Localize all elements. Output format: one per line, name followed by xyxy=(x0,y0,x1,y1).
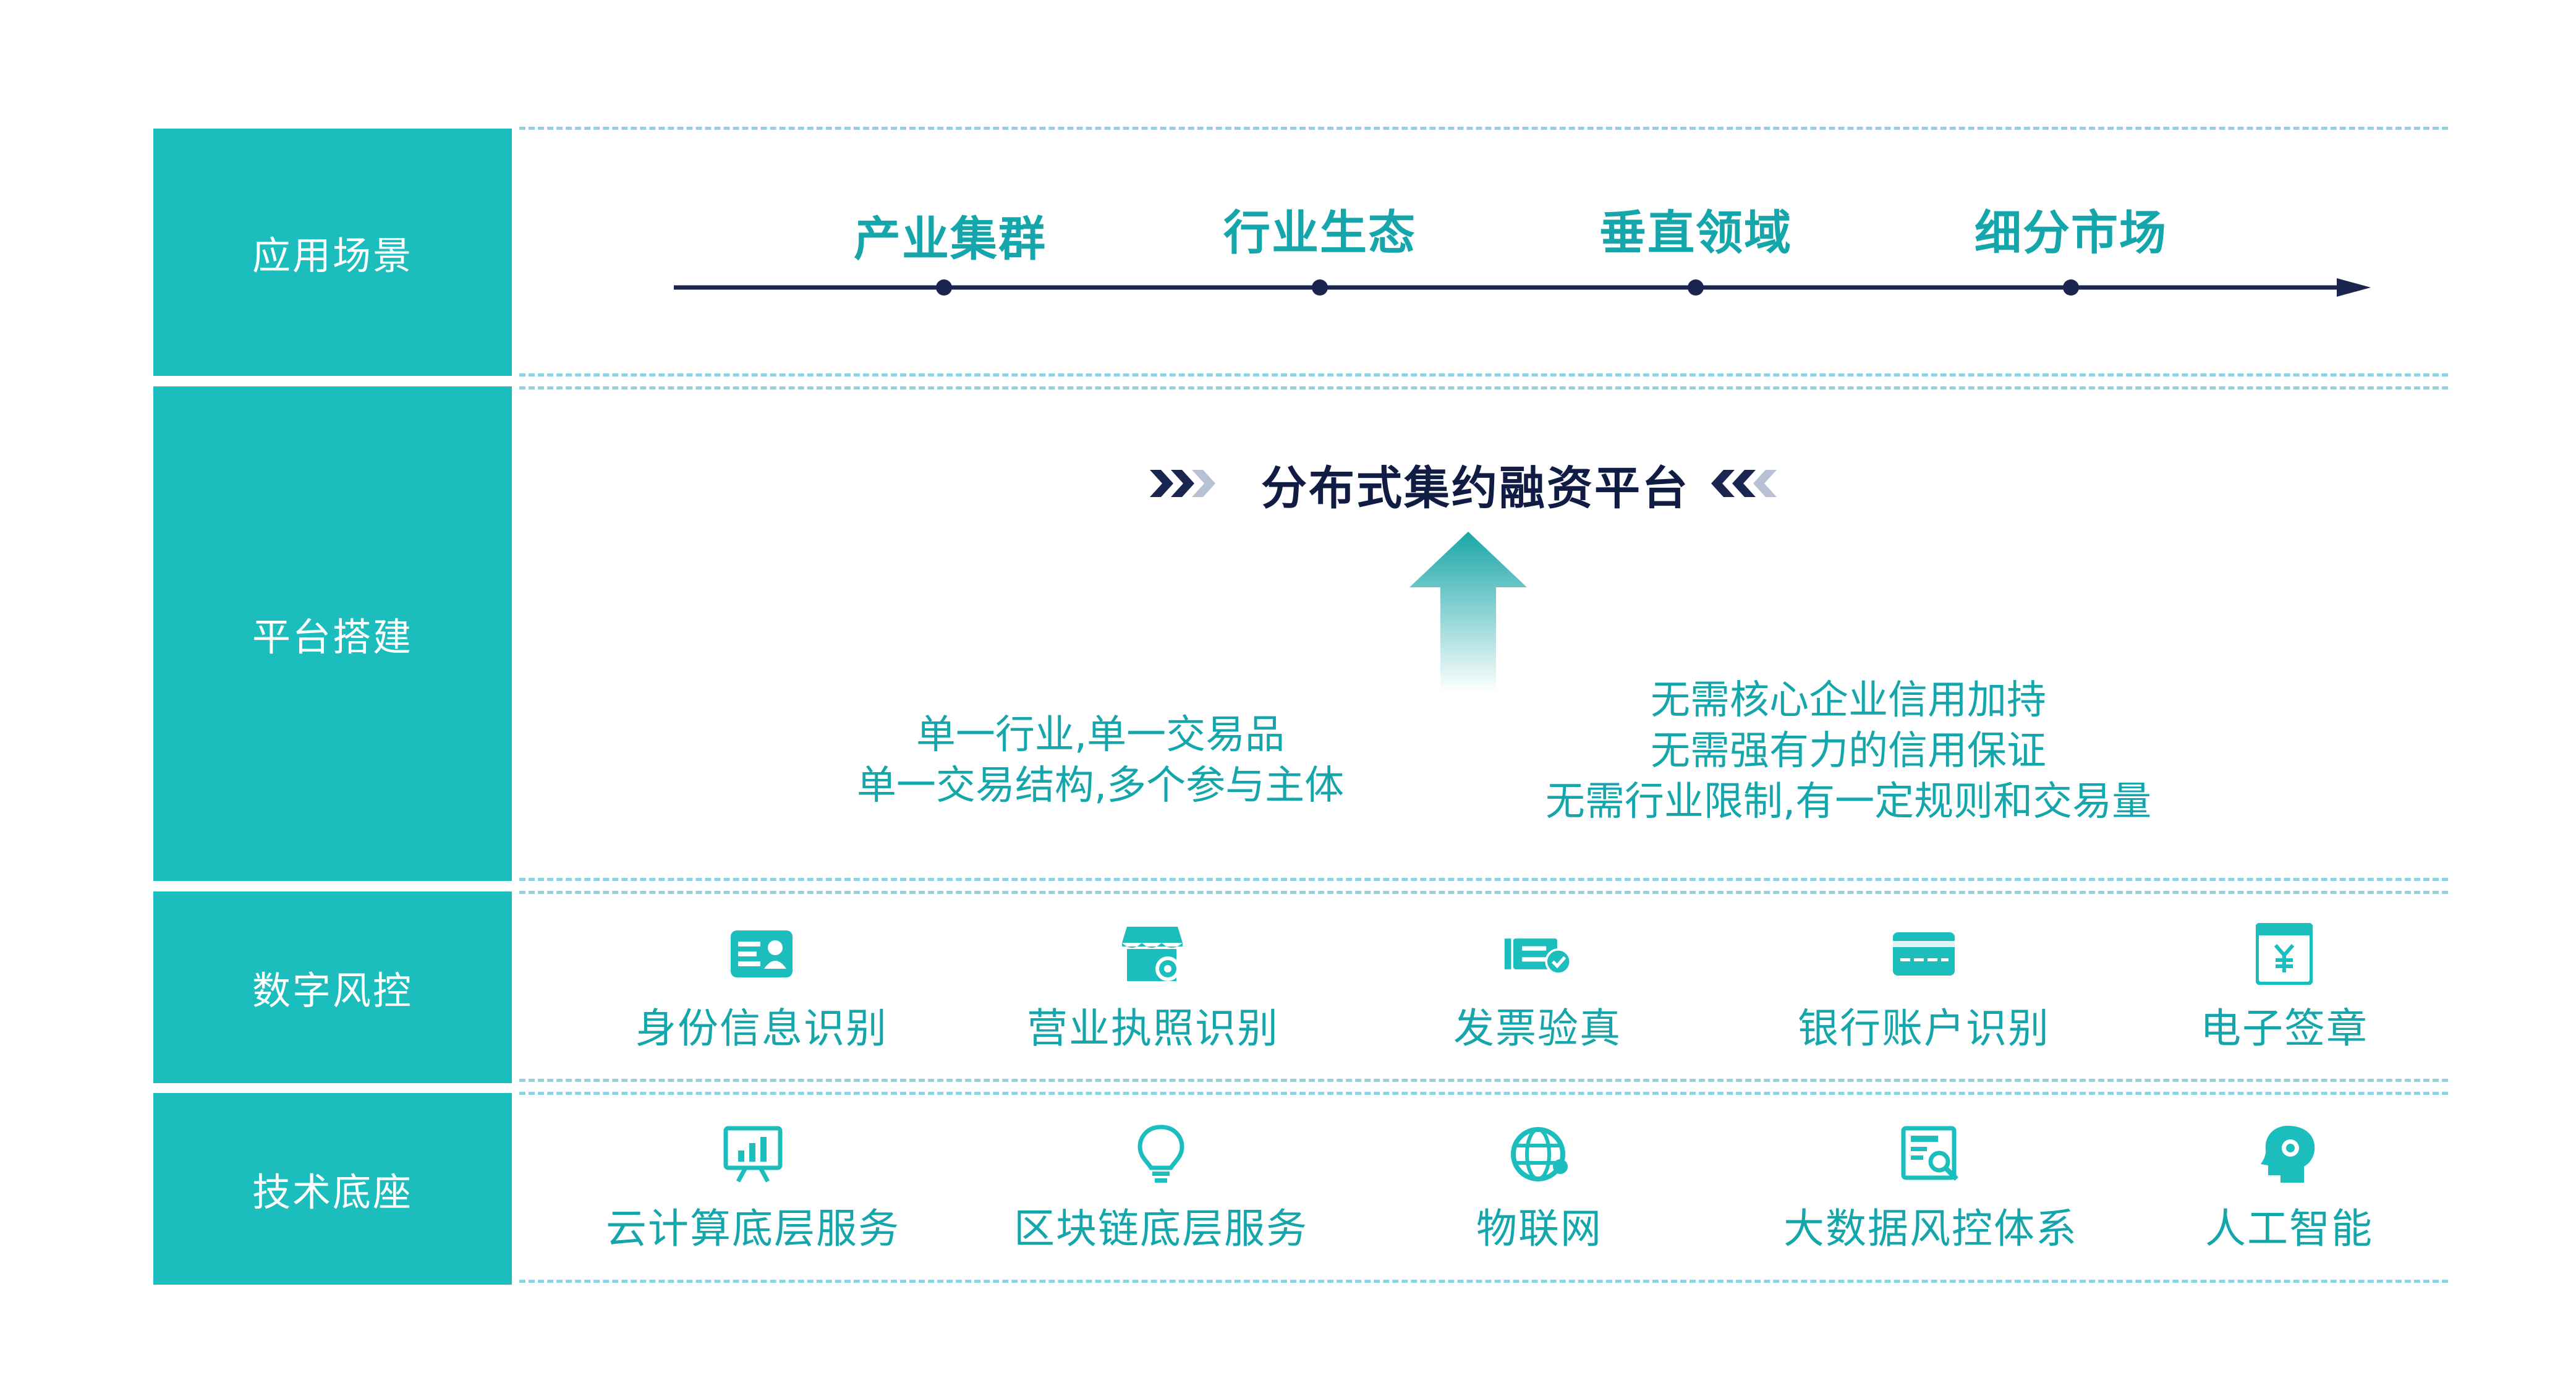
feature-big-data-risk: 大数据风控体系 xyxy=(1783,1120,2078,1255)
timeline-dot xyxy=(936,279,952,296)
timeline-dot xyxy=(1688,279,1704,296)
row-label-tech-base: 技术底座 xyxy=(153,1093,512,1285)
feature-label: 人工智能 xyxy=(2205,1205,2373,1253)
bank-card-icon xyxy=(1890,920,1958,988)
row-label-text: 数字风控 xyxy=(252,968,413,1013)
separator-top xyxy=(519,127,2448,130)
row-label-text: 技术底座 xyxy=(252,1170,413,1215)
timeline-dot xyxy=(2063,279,2079,296)
feature-label: 银行账户识别 xyxy=(1798,1005,2050,1052)
store-gear-icon xyxy=(1119,920,1187,988)
feature-business-license: 营业执照识别 xyxy=(1027,920,1279,1055)
row-label-text: 平台搭建 xyxy=(252,615,413,660)
row-label-application: 应用场景 xyxy=(153,129,512,376)
feature-label: 云计算底层服务 xyxy=(606,1205,900,1253)
cloud-chart-icon xyxy=(719,1120,787,1188)
feature-identity-recognition: 身份信息识别 xyxy=(635,920,888,1055)
timeline-dot xyxy=(1312,279,1328,296)
row-label-risk-control: 数字风控 xyxy=(153,891,512,1083)
platform-right-description: 无需核心企业信用加持 无需强有力的信用保证 无需行业限制,有一定规则和交易量 xyxy=(1508,675,2188,827)
feature-label: 身份信息识别 xyxy=(635,1005,888,1052)
lightbulb-icon xyxy=(1127,1120,1195,1188)
row-label-platform: 平台搭建 xyxy=(153,386,512,881)
feature-artificial-intelligence: 人工智能 xyxy=(2205,1120,2373,1255)
separator-bottom xyxy=(519,1280,2448,1283)
separator-2 xyxy=(519,878,2448,894)
scenario-timeline xyxy=(674,278,2371,297)
ai-head-icon xyxy=(2255,1120,2323,1188)
platform-left-description: 单一行业,单一交易品 单一交易结构,多个参与主体 xyxy=(822,710,1379,811)
feature-label: 发票验真 xyxy=(1453,1005,1622,1052)
feature-blockchain: 区块链底层服务 xyxy=(1014,1120,1308,1255)
platform-title: 分布式集约融资平台 xyxy=(1261,462,1690,515)
row-label-text: 应用场景 xyxy=(252,233,413,278)
invoice-check-icon xyxy=(1503,920,1571,988)
description-line: 无需核心企业信用加持 xyxy=(1651,678,2046,723)
seal-icon xyxy=(2250,920,2318,988)
feature-label: 物联网 xyxy=(1476,1205,1602,1253)
feature-label: 电子签章 xyxy=(2200,1005,2368,1052)
feature-invoice-verify: 发票验真 xyxy=(1453,920,1622,1055)
separator-3 xyxy=(519,1079,2448,1095)
scenario-industry-cluster: 产业集群 xyxy=(854,211,1047,266)
feature-bank-account: 银行账户识别 xyxy=(1798,920,2050,1055)
description-line: 单一行业,单一交易品 xyxy=(916,712,1285,758)
scenario-niche-market: 细分市场 xyxy=(1975,205,2167,260)
up-arrow-icon xyxy=(1409,532,1527,692)
feature-iot: 物联网 xyxy=(1476,1120,1602,1255)
id-card-icon xyxy=(728,920,796,988)
scenario-vertical-field: 垂直领域 xyxy=(1599,205,1792,260)
globe-network-icon xyxy=(1505,1120,1573,1188)
chevron-right-icon xyxy=(1150,470,1215,497)
chevron-left-icon xyxy=(1711,470,1777,497)
feature-e-signature: 电子签章 xyxy=(2200,920,2368,1055)
feature-label: 大数据风控体系 xyxy=(1783,1205,2078,1253)
description-line: 单一交易结构,多个参与主体 xyxy=(856,763,1345,809)
description-line: 无需强有力的信用保证 xyxy=(1651,728,2046,774)
separator-1 xyxy=(519,373,2448,389)
data-search-icon xyxy=(1897,1120,1965,1188)
feature-cloud-computing: 云计算底层服务 xyxy=(606,1120,900,1255)
feature-label: 区块链底层服务 xyxy=(1014,1205,1308,1253)
scenario-industry-ecosystem: 行业生态 xyxy=(1223,205,1416,260)
feature-label: 营业执照识别 xyxy=(1027,1005,1279,1052)
description-line: 无需行业限制,有一定规则和交易量 xyxy=(1545,779,2152,825)
